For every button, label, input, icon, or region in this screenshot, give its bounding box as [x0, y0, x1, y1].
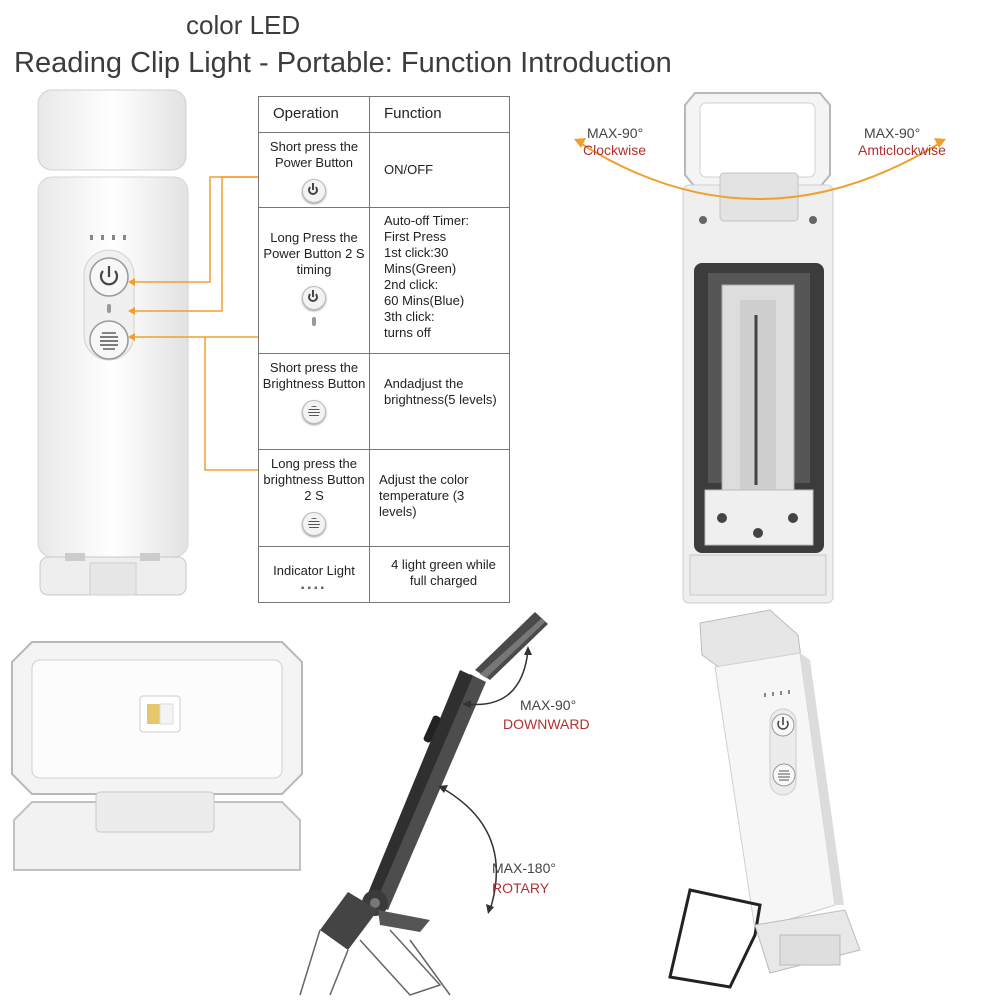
right-rotation-direction: Amticlockwise	[858, 142, 946, 158]
row-3-operation: Short press the Brightness Button	[258, 353, 370, 450]
downward-label: DOWNWARD	[503, 716, 590, 732]
indicator-dots-icon: ▪▪▪▪	[300, 583, 328, 594]
downward-angle: MAX-90°	[520, 697, 577, 713]
device-back-illustration	[574, 92, 946, 604]
title-line-2: Reading Clip Light - Portable: Function …	[14, 47, 672, 79]
power-icon	[302, 286, 326, 310]
row-3-operation-text: Short press the Brightness Button	[262, 360, 366, 391]
row-3-function: Andadjust the brightness(5 levels)	[369, 353, 510, 450]
header-function: Function	[369, 96, 510, 133]
row-4-operation-text: Long press the brightness Button 2 S	[263, 456, 365, 503]
row-4-operation: Long press the brightness Button 2 S	[258, 449, 370, 547]
row-4-function: Adjust the color temperature (3 levels)	[369, 449, 510, 547]
row-5-operation-text: Indicator Light	[273, 563, 355, 578]
row-2-function: Auto-off Timer: First Press 1st click:30…	[369, 207, 510, 354]
row-1-operation-text: Short press the Power Button	[269, 139, 359, 170]
title-line-1: color LED	[186, 10, 301, 40]
row-1-operation: Short press the Power Button	[258, 132, 370, 208]
indicator-bar-icon	[312, 317, 316, 326]
rotary-label: ROTARY	[492, 880, 550, 896]
header-operation: Operation	[258, 96, 370, 133]
light-head-closeup	[11, 641, 303, 871]
row-2-operation: Long Press the Power Button 2 S timing	[258, 207, 370, 354]
left-rotation-angle: MAX-90°	[587, 125, 644, 141]
device-angled-illustration	[668, 609, 861, 989]
power-icon	[302, 179, 326, 203]
rotary-angle: MAX-180°	[492, 860, 556, 876]
right-rotation-angle: MAX-90°	[864, 125, 921, 141]
row-5-operation: Indicator Light ▪▪▪▪	[258, 546, 370, 603]
device-front-illustration	[37, 89, 258, 596]
function-table: Operation Function Short press the Power…	[258, 96, 510, 603]
row-2-operation-text: Long Press the Power Button 2 S timing	[263, 230, 365, 277]
row-5-function: 4 light green while full charged	[369, 546, 510, 603]
brightness-icon	[302, 512, 326, 536]
row-1-function: ON/OFF	[369, 132, 510, 208]
left-rotation-direction: Clockwise	[583, 142, 647, 158]
device-side-illustration	[299, 612, 548, 996]
brightness-icon	[302, 400, 326, 424]
